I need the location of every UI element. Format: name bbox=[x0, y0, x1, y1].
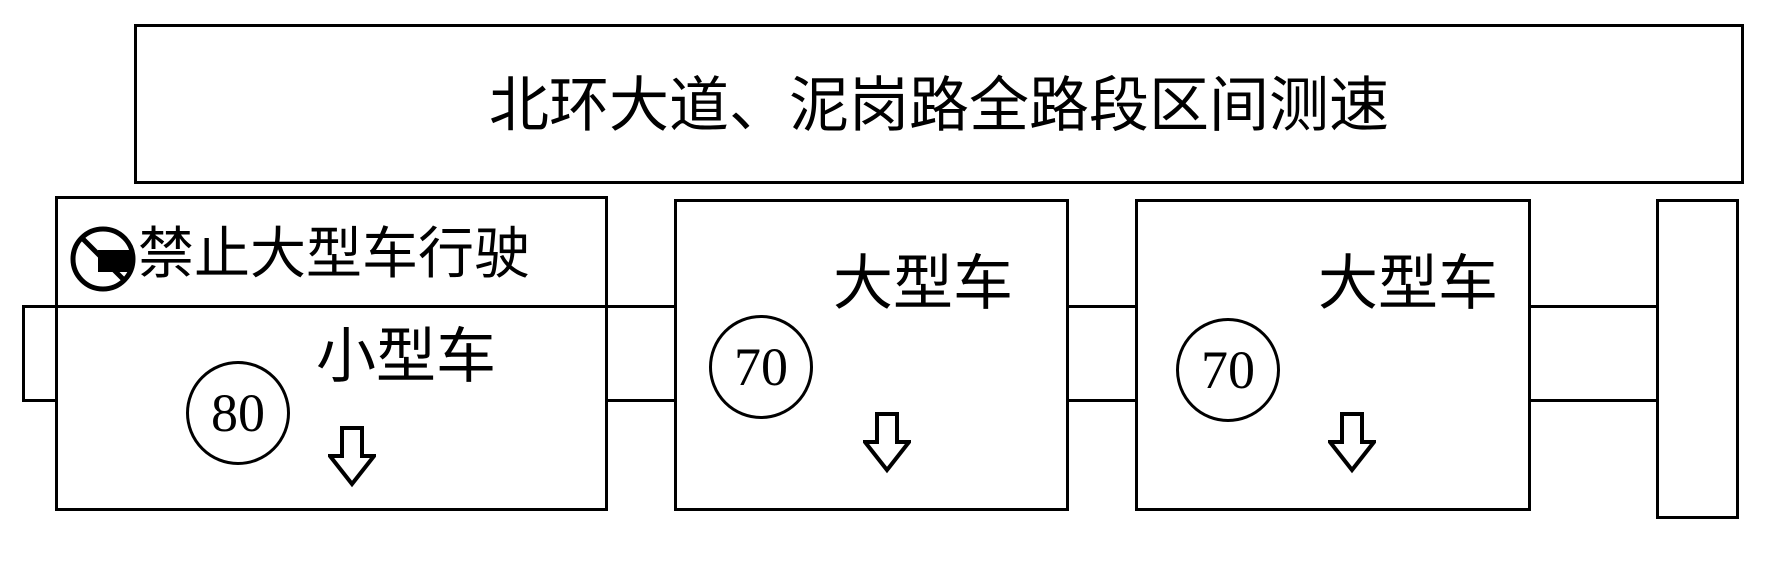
sign-panel-left: 禁止大型车行驶 80 小型车 bbox=[55, 196, 608, 511]
connector-top-1 bbox=[605, 305, 677, 308]
vehicle-type-label: 大型车 bbox=[833, 249, 1013, 319]
vehicle-type-label: 小型车 bbox=[316, 322, 496, 392]
banner-title: 北环大道、泥岗路全路段区间测速 bbox=[489, 71, 1389, 141]
prohibit-large-vehicles-text: 禁止大型车行驶 bbox=[138, 222, 530, 287]
speed-limit-value: 70 bbox=[1201, 340, 1255, 400]
down-arrow-icon bbox=[328, 426, 376, 488]
speed-limit-sign-80: 80 bbox=[186, 361, 290, 465]
sign-post-right bbox=[1656, 199, 1739, 519]
speed-camera-banner: 北环大道、泥岗路全路段区间测速 bbox=[134, 24, 1744, 184]
connector-bottom-1 bbox=[605, 399, 677, 402]
connector-left-stub-top bbox=[22, 305, 62, 308]
down-arrow-icon bbox=[1328, 412, 1376, 474]
sign-panel-middle: 70 大型车 bbox=[674, 199, 1069, 511]
connector-top-3 bbox=[1528, 305, 1658, 308]
connector-bottom-3 bbox=[1528, 399, 1658, 402]
connector-bottom-2 bbox=[1066, 399, 1138, 402]
speed-limit-sign-70: 70 bbox=[709, 315, 813, 419]
speed-limit-value: 80 bbox=[211, 383, 265, 443]
vehicle-type-label: 大型车 bbox=[1318, 249, 1498, 319]
connector-left-stub-bottom bbox=[22, 399, 62, 402]
speed-limit-sign-70: 70 bbox=[1176, 318, 1280, 422]
connector-left-stub-vertical bbox=[22, 305, 25, 402]
no-trucks-icon bbox=[70, 226, 136, 292]
panel-divider bbox=[58, 305, 605, 308]
down-arrow-icon bbox=[863, 412, 911, 474]
connector-top-2 bbox=[1066, 305, 1138, 308]
sign-panel-right: 70 大型车 bbox=[1135, 199, 1531, 511]
speed-limit-value: 70 bbox=[734, 337, 788, 397]
